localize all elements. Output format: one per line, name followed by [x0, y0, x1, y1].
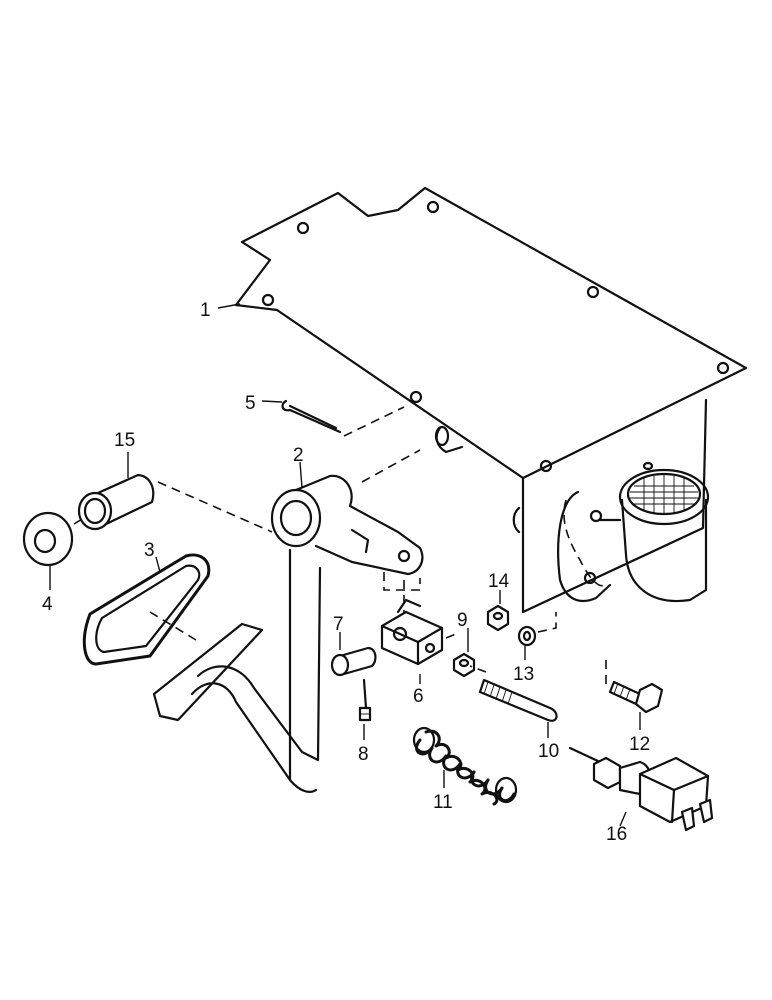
- callout-12: 12: [629, 734, 650, 755]
- part-10-push-rod: [469, 665, 558, 722]
- part-9-nut: [452, 652, 476, 678]
- part-5-cotter-pin: [281, 399, 405, 437]
- part-14-nut: [486, 604, 510, 632]
- part-16-switch: [568, 746, 714, 832]
- part-7-clevis-pin: [330, 646, 377, 677]
- callout-16: 16: [606, 824, 627, 845]
- leader-lines: [49, 303, 641, 827]
- callout-3: 3: [144, 540, 155, 561]
- part-12-bolt: [605, 660, 664, 714]
- callout-9: 9: [457, 610, 468, 631]
- callout-labels: 1 2 3 4 5 6 7 8 9 10 11 12 13 14 15 16: [42, 300, 650, 845]
- callout-7: 7: [333, 614, 344, 635]
- part-4-washer: [22, 511, 85, 567]
- part-3-pedal-pad: [82, 553, 211, 666]
- part-13-washer: [517, 612, 557, 647]
- part-1-mounting-plate: [234, 186, 748, 614]
- part-15-bushing: [77, 473, 273, 533]
- callout-6: 6: [413, 686, 424, 707]
- callout-5: 5: [245, 393, 256, 414]
- callout-4: 4: [42, 594, 53, 615]
- callout-1: 1: [200, 300, 211, 321]
- callout-8: 8: [358, 744, 369, 765]
- cylinder-cap-grid: [626, 461, 702, 516]
- callout-10: 10: [538, 741, 559, 762]
- callout-2: 2: [293, 445, 304, 466]
- part-6-clevis: [380, 598, 457, 684]
- callout-14: 14: [488, 571, 510, 592]
- part-8-screw: [358, 678, 372, 722]
- callout-15: 15: [114, 430, 135, 451]
- callout-13: 13: [513, 664, 534, 685]
- callout-11: 11: [433, 792, 453, 813]
- part-11-spring: [412, 726, 518, 806]
- part-2-pedal-arm: [152, 449, 424, 793]
